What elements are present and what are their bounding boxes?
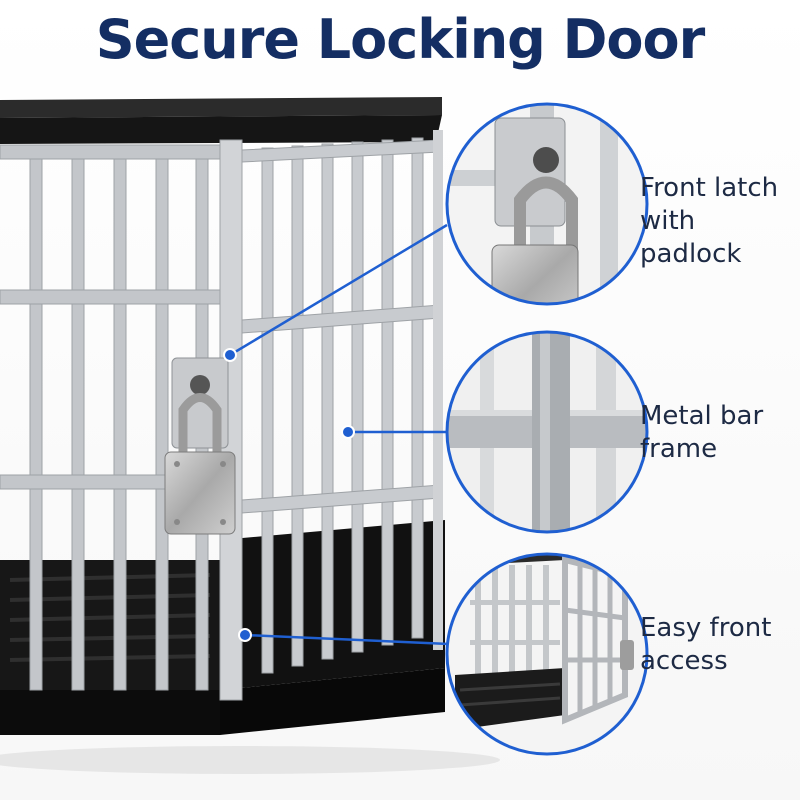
padlock-body [164, 451, 236, 535]
cage-lid-front [0, 115, 442, 144]
zoom-bar-circle [445, 330, 649, 534]
cage-base-edge [220, 668, 445, 735]
callout-front-latch: Front latch with padlock [640, 172, 800, 271]
callout-line1: Metal bar [640, 401, 764, 431]
callout-line1: Easy front [640, 613, 772, 643]
callout-line2: access [640, 646, 728, 676]
connector-lines [229, 223, 450, 646]
side-panel-bars [241, 137, 441, 674]
callout-line2: frame [640, 434, 718, 464]
connector-dots [223, 348, 355, 642]
zoom-latch-circle [445, 102, 649, 306]
cage [0, 97, 445, 735]
callout-metal-bar: Metal bar frame [640, 400, 763, 466]
callout-easy-access: Easy front access [640, 612, 771, 678]
side-back-post [433, 130, 443, 650]
callout-line1: Front latch [640, 173, 779, 203]
front-padlock [164, 357, 236, 535]
tray-ribs [9, 573, 211, 662]
cage-lid-top [0, 97, 442, 118]
page-title: Secure Locking Door [95, 8, 706, 71]
padlock-shackle [178, 393, 222, 460]
floor-shadow [0, 746, 500, 774]
zoom-door-circle [445, 552, 649, 756]
callout-line2: with padlock [640, 206, 742, 269]
cage-base-bottom [0, 690, 220, 735]
